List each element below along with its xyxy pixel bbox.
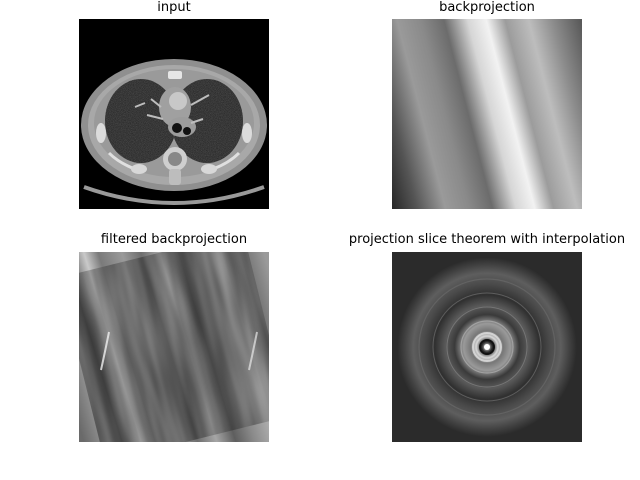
projection-slice-image <box>392 252 582 442</box>
input-ct-image <box>79 19 269 209</box>
panel-title-backprojection: backprojection <box>439 0 535 15</box>
backprojection-image <box>392 19 582 209</box>
panel-title-filtered-backprojection: filtered backprojection <box>100 232 248 247</box>
ct-slice-graphic <box>79 19 269 209</box>
filtered-backprojection-image <box>79 252 269 442</box>
projection-slice-graphic <box>392 252 582 442</box>
panel-title-input: input <box>157 0 191 15</box>
filtered-backprojection-graphic <box>79 252 269 442</box>
panel-title-projection-slice: projection slice theorem with interpolat… <box>348 232 626 247</box>
backprojection-graphic <box>392 19 582 209</box>
